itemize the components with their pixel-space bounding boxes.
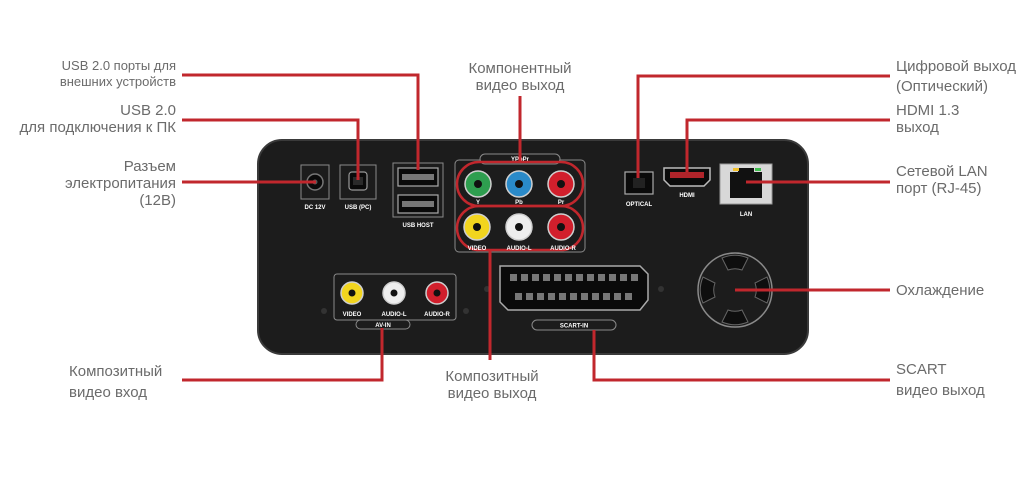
av-in-label: AV-IN: [375, 323, 391, 329]
component-ch-pr: Pr: [558, 200, 565, 206]
leader-composite-in: [182, 328, 384, 382]
in-video-label: VIDEO: [343, 312, 362, 318]
in-audio-l-label: AUDIO-L: [382, 312, 407, 318]
leader-hdmi: [685, 118, 890, 172]
usb-host-label: USB HOST: [402, 223, 433, 229]
dc-label: DC 12V: [304, 205, 325, 211]
component-ch-y: Y: [476, 200, 480, 206]
leader-scart: [592, 330, 890, 382]
out-video-label: VIDEO: [468, 246, 487, 252]
leader-usb-ports: [182, 73, 420, 170]
scart-in-label: SCART-IN: [560, 324, 588, 330]
optical-label: OPTICAL: [626, 202, 653, 208]
usb-host-ports: USB HOST: [392, 162, 444, 229]
in-audio-r-label: AUDIO-R: [424, 312, 450, 318]
lan-label: LAN: [740, 212, 752, 218]
label-cooling: Охлаждение: [896, 282, 985, 299]
av-out-panel: YPbPr Y Pb Pr VIDEO AUDIO-L AUDIO-R: [454, 153, 586, 253]
optical-port: OPTICAL: [624, 171, 654, 208]
scart-port: SCART-IN: [484, 265, 664, 331]
out-audio-l-label: AUDIO-L: [507, 246, 532, 252]
hdmi-port: HDMI: [663, 167, 711, 199]
leader-usb-pc: [182, 118, 360, 180]
usb-pc-label: USB (PC): [345, 205, 372, 211]
cooling-fan: [697, 252, 773, 328]
component-ch-pb: Pb: [515, 200, 523, 206]
label-optical: Цифровой выход(Оптический): [896, 58, 1017, 95]
lan-port: LAN: [719, 163, 773, 218]
leader-optical: [636, 74, 890, 178]
out-audio-r-label: AUDIO-R: [550, 246, 576, 252]
leader-lines: [182, 73, 890, 382]
hdmi-label: HDMI: [679, 193, 695, 199]
